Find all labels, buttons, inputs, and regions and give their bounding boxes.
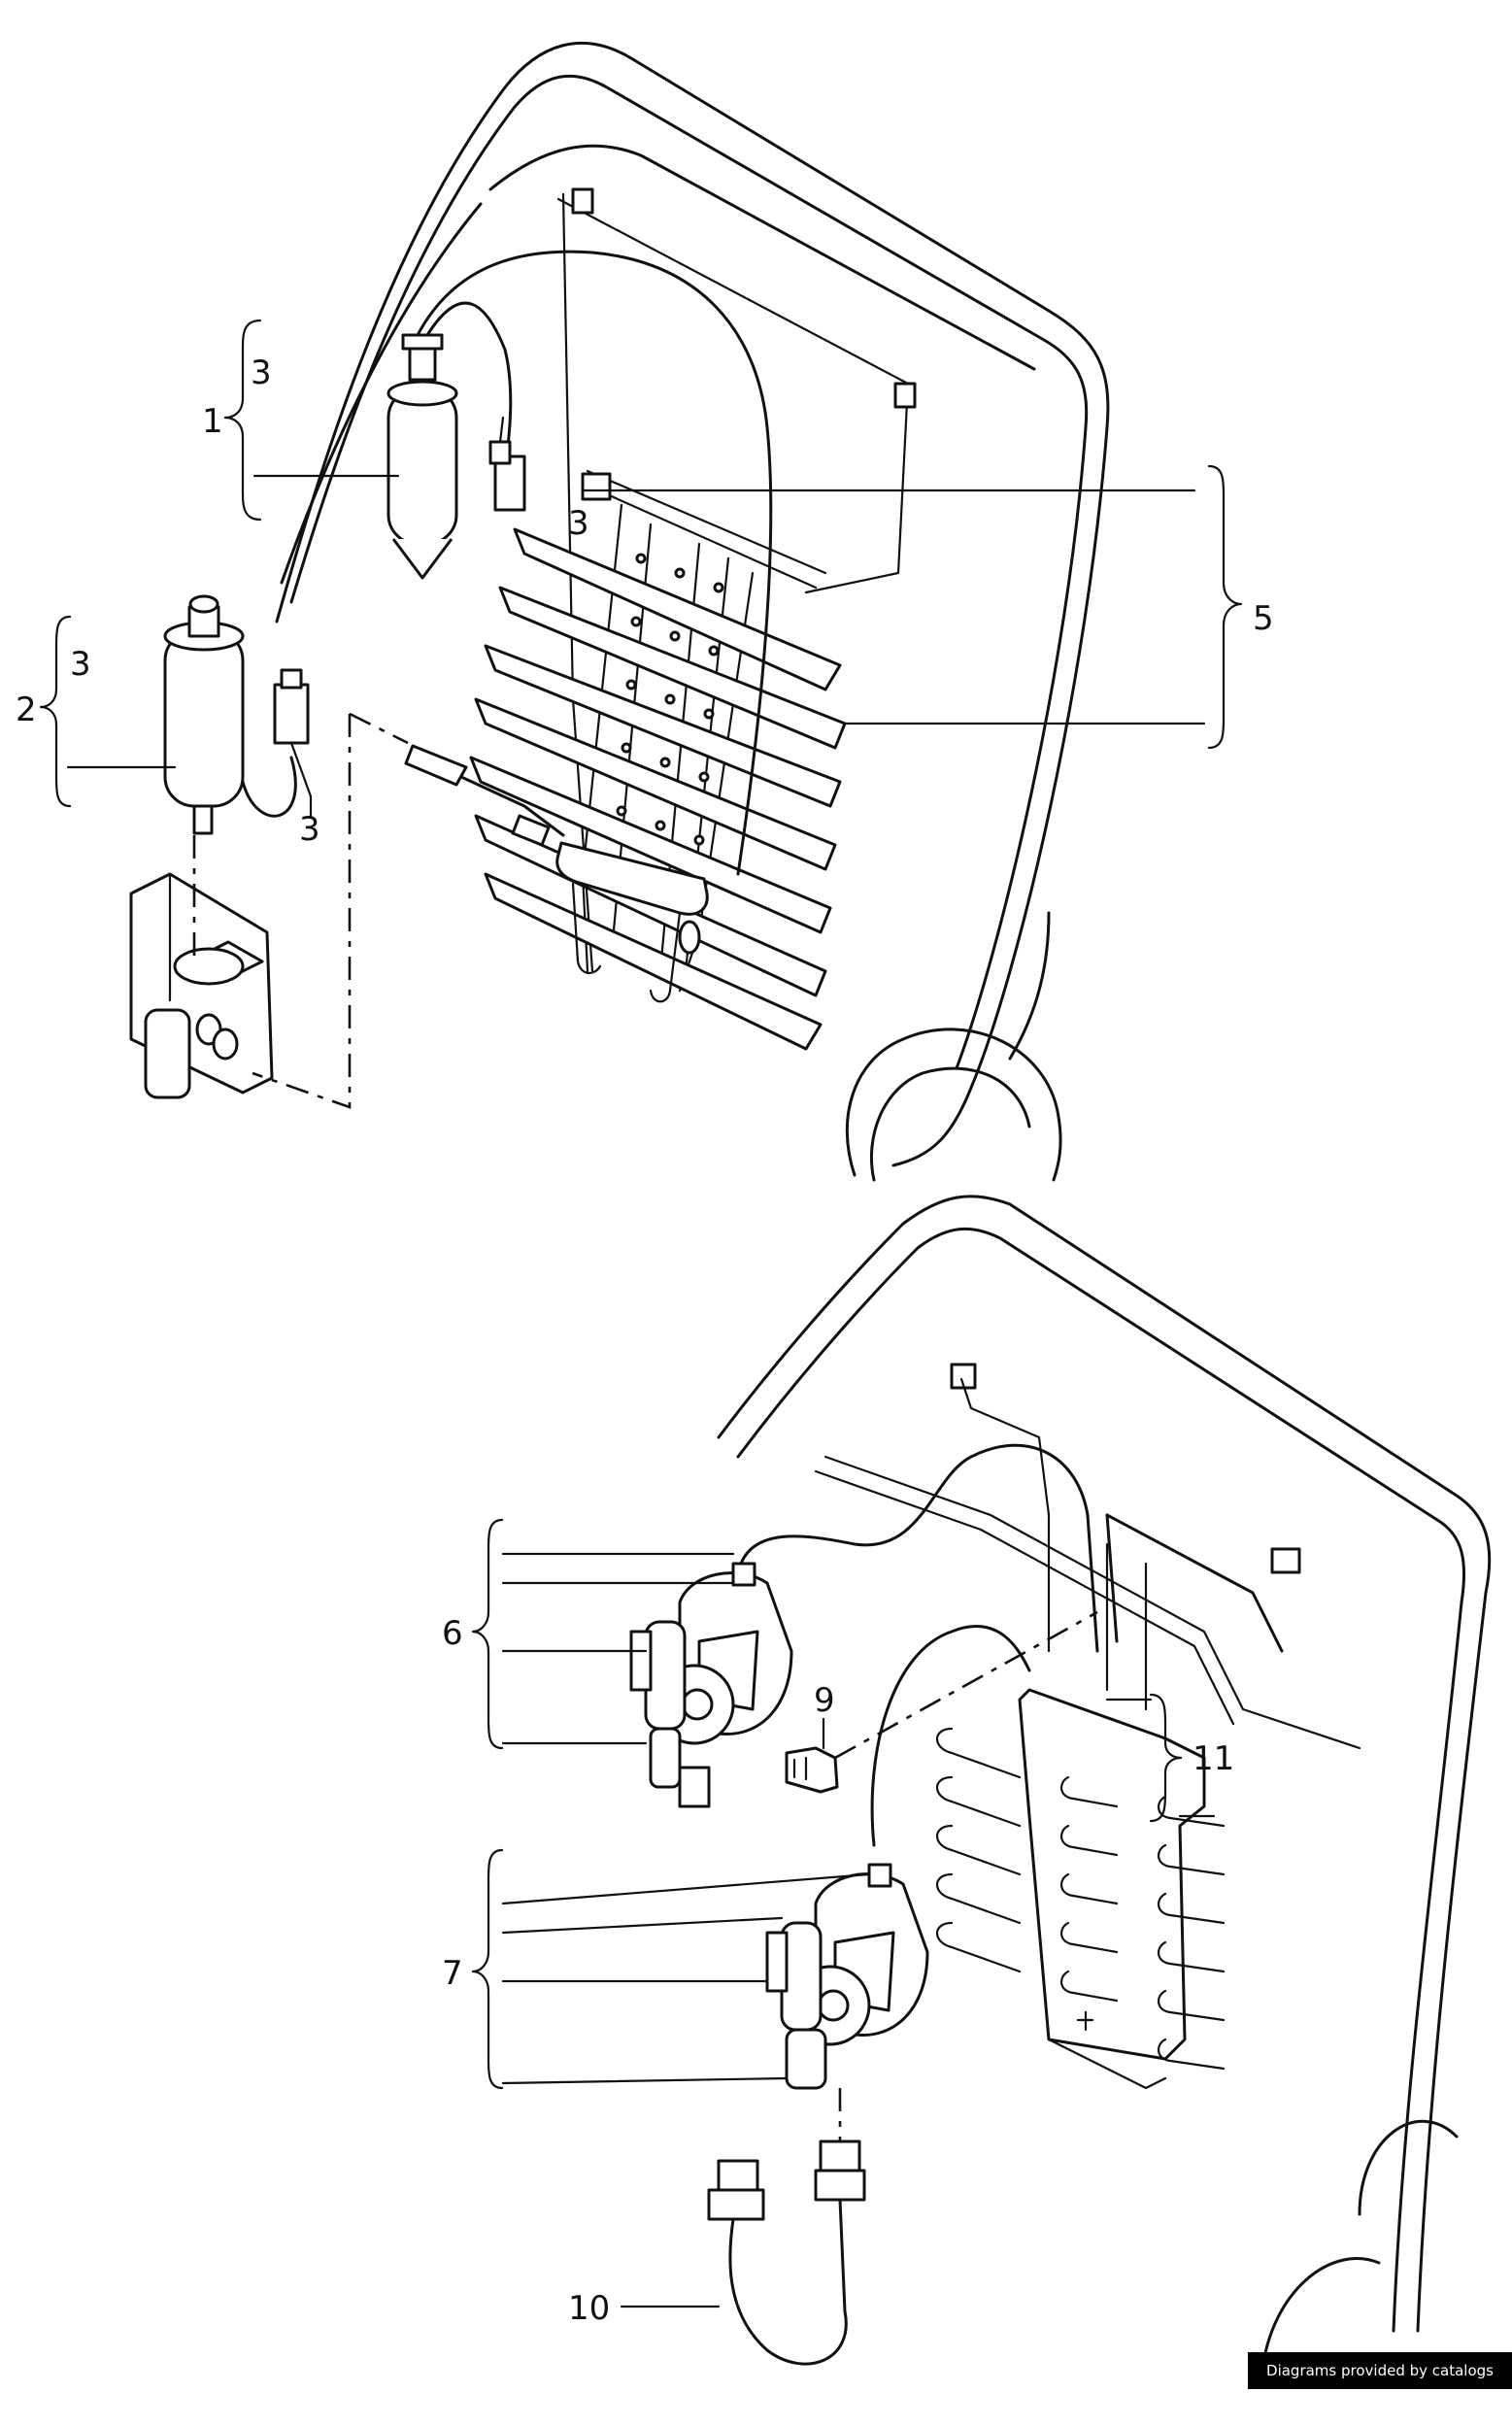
- clip-9: [785, 1746, 839, 1794]
- pump-1: [386, 333, 458, 580]
- lower-frame-clip-right: [1270, 1547, 1301, 1574]
- callout-5: 5: [1253, 599, 1274, 638]
- cable-upper: [252, 712, 565, 1109]
- backrest-frame-upper: [275, 42, 1110, 1182]
- pump-bracket: [129, 835, 274, 1099]
- callout-leaders: [39, 319, 1243, 2308]
- lumbar-support-mat-lower: [814, 1363, 1361, 2090]
- lower-mat-ribs: [935, 1727, 1226, 2071]
- lumbar-slats: [469, 527, 847, 1051]
- lumbar-crossbar-end: [581, 472, 612, 501]
- valve-7: [765, 1863, 929, 2090]
- callout-2: 2: [16, 691, 37, 729]
- connector-3-left: [273, 668, 313, 818]
- callout-7: 7: [442, 1954, 463, 1993]
- slat-rivets: [616, 553, 724, 846]
- callout-labels: 1 3 3 2 3 3 5 6 7 9 10 11: [16, 354, 1274, 2328]
- callout-11: 11: [1193, 1739, 1234, 1778]
- footer-credit-badge: Diagrams provided by catalogs parts: [1248, 2352, 1512, 2416]
- callout-6: 6: [442, 1614, 463, 1653]
- callout-3-connector-upper: 3: [568, 504, 589, 543]
- callout-9: 9: [814, 1681, 835, 1720]
- callout-1: 1: [202, 402, 223, 441]
- callout-3-connector-left: 3: [299, 810, 320, 849]
- wiring-harness-10: [707, 2088, 866, 2366]
- lumbar-support-mat-upper: [469, 187, 917, 1051]
- backrest-frame-lower: [717, 1195, 1492, 2372]
- callout-10: 10: [568, 2289, 610, 2328]
- upper-frame-clip-left: [571, 187, 594, 215]
- air-hose-lower: [736, 1443, 1099, 1847]
- pump-2: [163, 594, 297, 835]
- callout-3-pump2: 3: [70, 645, 91, 684]
- valve-6: [629, 1562, 793, 1808]
- upper-frame-clip-right: [893, 382, 917, 409]
- callout-3-pump1: 3: [251, 354, 272, 392]
- dashed-link-9-11: [834, 1610, 1098, 1760]
- connector-3-upper: [488, 416, 526, 512]
- air-hose-upper: [416, 250, 773, 876]
